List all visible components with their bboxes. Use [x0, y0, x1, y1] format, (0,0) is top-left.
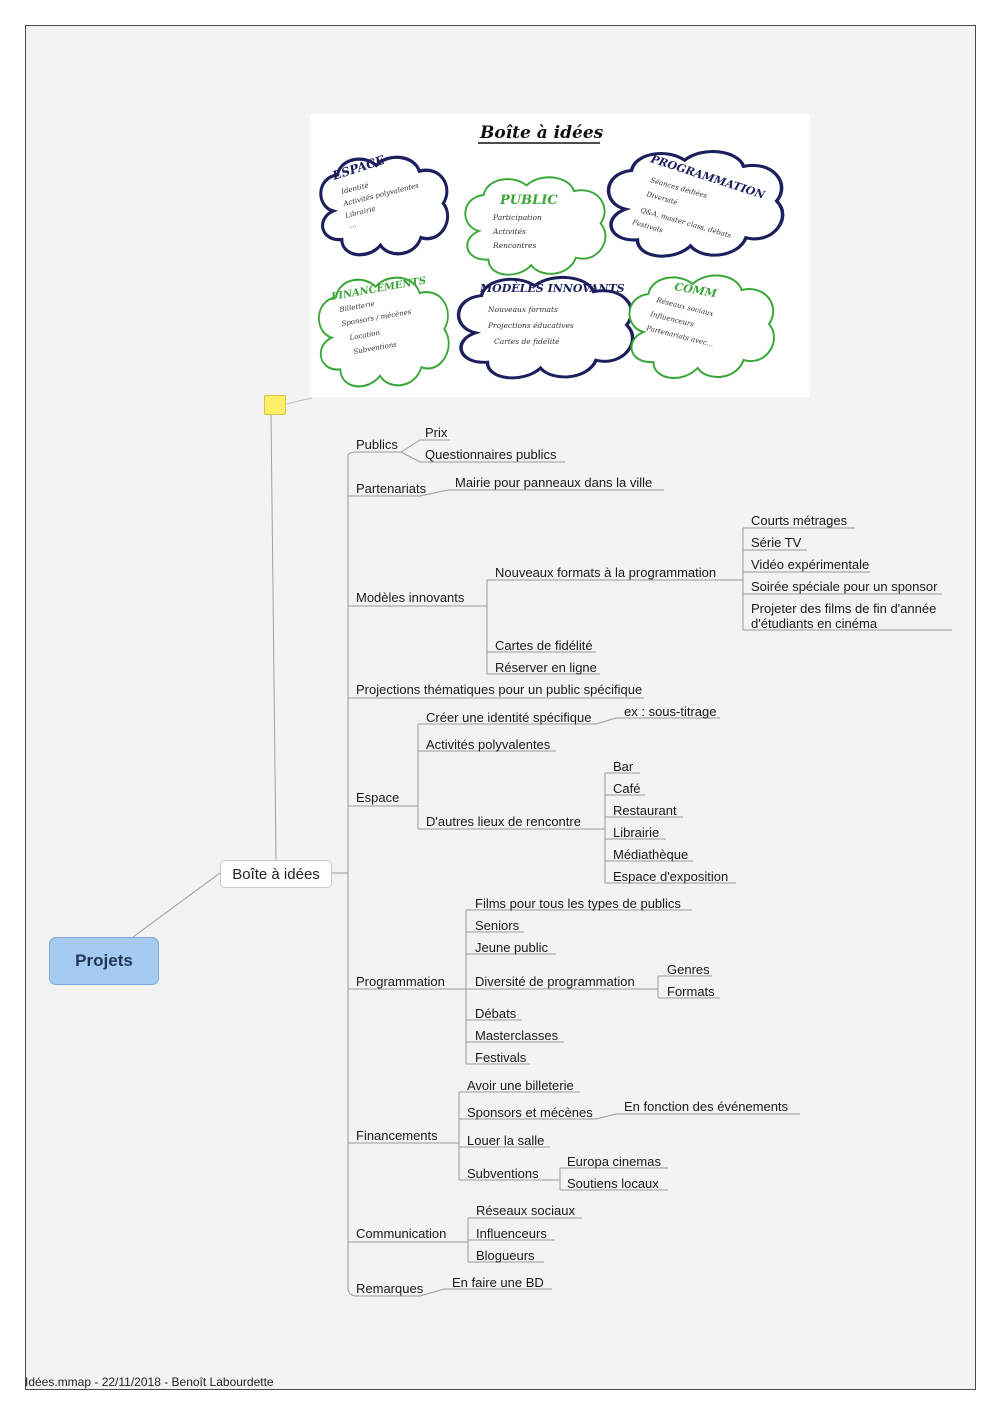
topic-seniors[interactable]: Seniors — [475, 918, 520, 933]
svg-text:Rencontres: Rencontres — [492, 241, 536, 250]
topic-video-experimentale[interactable]: Vidéo expérimentale — [751, 557, 870, 572]
svg-text:Activités: Activités — [492, 227, 526, 236]
topic-soiree-speciale[interactable]: Soirée spéciale pour un sponsor — [751, 579, 938, 594]
svg-text:Participation: Participation — [492, 213, 542, 222]
svg-text:Nouveaux formats: Nouveaux formats — [487, 305, 558, 314]
topic-mairie[interactable]: Mairie pour panneaux dans la ville — [455, 475, 653, 490]
footer-filename: Idées.mmap - 22/11/2018 - Benoît Labourd… — [25, 1375, 274, 1389]
root-node[interactable]: Projets — [49, 937, 159, 985]
topic-debats[interactable]: Débats — [475, 1006, 517, 1021]
cloud-public — [464, 176, 607, 276]
topic-louer-salle[interactable]: Louer la salle — [467, 1133, 545, 1148]
topic-cartes-fidelite[interactable]: Cartes de fidélité — [495, 638, 593, 653]
topic-bd[interactable]: En faire une BD — [452, 1275, 544, 1290]
topic-reseaux-sociaux[interactable]: Réseaux sociaux — [476, 1203, 575, 1218]
topic-remarques[interactable]: Remarques — [356, 1281, 424, 1296]
topic-mediatheque[interactable]: Médiathèque — [613, 847, 689, 862]
topic-partenariats[interactable]: Partenariats — [356, 481, 427, 496]
image-title: Boîte à idées — [479, 123, 604, 143]
note-icon[interactable] — [264, 395, 286, 415]
topic-autres-lieux[interactable]: D'autres lieux de rencontre — [426, 814, 581, 829]
svg-text:PUBLIC: PUBLIC — [499, 193, 558, 208]
topic-blogueurs[interactable]: Blogueurs — [476, 1248, 535, 1263]
topic-masterclasses[interactable]: Masterclasses — [475, 1028, 559, 1043]
topic-diversite[interactable]: Diversité de programmation — [475, 974, 635, 989]
topic-soutiens-locaux[interactable]: Soutiens locaux — [567, 1176, 659, 1191]
svg-text:...: ... — [349, 221, 357, 230]
topic-reserver-en-ligne[interactable]: Réserver en ligne — [495, 660, 597, 675]
topic-sous-titrage[interactable]: ex : sous-titrage — [624, 704, 717, 719]
topic-financements[interactable]: Financements — [356, 1128, 438, 1143]
topic-billeterie[interactable]: Avoir une billeterie — [467, 1078, 574, 1093]
topic-formats[interactable]: Formats — [667, 984, 715, 999]
topic-publics[interactable]: Publics — [356, 437, 398, 452]
topic-communication[interactable]: Communication — [356, 1226, 447, 1241]
topic-influenceurs[interactable]: Influenceurs — [476, 1226, 547, 1241]
topic-modeles-innovants[interactable]: Modèles innovants — [356, 590, 465, 605]
topic-subventions[interactable]: Subventions — [467, 1166, 539, 1181]
topic-nouveaux-formats[interactable]: Nouveaux formats à la programmation — [495, 565, 717, 580]
whiteboard-image: Boîte à idées ESPACE Identité Activités … — [310, 114, 810, 397]
topic-festivals[interactable]: Festivals — [475, 1050, 527, 1065]
svg-text:Projections éducatives: Projections éducatives — [487, 321, 574, 330]
topic-identite[interactable]: Créer une identité spécifique — [426, 710, 592, 725]
topic-jeune-public[interactable]: Jeune public — [475, 940, 548, 955]
topic-questionnaires[interactable]: Questionnaires publics — [425, 447, 557, 462]
svg-text:Cartes de fidélité: Cartes de fidélité — [494, 337, 560, 346]
topic-espace-exposition[interactable]: Espace d'exposition — [613, 869, 729, 884]
topic-europa-cinemas[interactable]: Europa cinemas — [567, 1154, 661, 1169]
topic-projeter-films[interactable]: Projeter des films de fin d'année d'étud… — [751, 601, 937, 631]
topic-films-tous-publics[interactable]: Films pour tous les types de publics — [475, 896, 681, 911]
topic-espace[interactable]: Espace — [356, 790, 400, 805]
topic-genres[interactable]: Genres — [667, 962, 710, 977]
topic-restaurant[interactable]: Restaurant — [613, 803, 677, 818]
topic-activites-polyvalentes[interactable]: Activités polyvalentes — [426, 737, 551, 752]
topic-sponsors[interactable]: Sponsors et mécènes — [467, 1105, 593, 1120]
topic-projections-thematiques[interactable]: Projections thématiques pour un public s… — [356, 682, 643, 697]
topic-programmation[interactable]: Programmation — [356, 974, 445, 989]
topic-prix[interactable]: Prix — [425, 425, 448, 440]
topic-courts-metrages[interactable]: Courts métrages — [751, 513, 848, 528]
topic-librairie[interactable]: Librairie — [613, 825, 660, 840]
svg-text:MODÈLES INNOVANTS: MODÈLES INNOVANTS — [479, 281, 625, 295]
topic-serie-tv[interactable]: Série TV — [751, 535, 802, 550]
topic-bar[interactable]: Bar — [613, 759, 634, 774]
topic-en-fonction-evenements[interactable]: En fonction des événements — [624, 1099, 789, 1114]
topic-cafe[interactable]: Café — [613, 781, 641, 796]
main-topic-node[interactable]: Boîte à idées — [220, 860, 332, 888]
